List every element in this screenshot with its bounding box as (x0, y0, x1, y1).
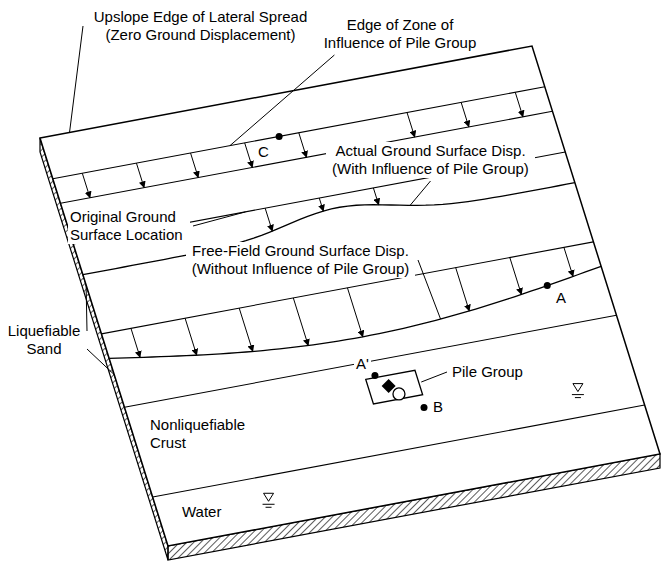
displacement-arrow (373, 188, 378, 205)
leader-lines (70, 26, 447, 382)
displacement-arrow (239, 308, 253, 351)
water-table-line (266, 507, 272, 508)
leader-line (70, 26, 83, 132)
point-label: C (256, 143, 271, 161)
point-label: A' (354, 355, 371, 373)
displacement-arrow (515, 92, 523, 116)
water-table-triangle (264, 493, 274, 501)
layer-label: Nonliquefiable Crust (148, 416, 256, 452)
water-table-line (575, 397, 581, 398)
displacement-arrow (265, 208, 272, 231)
leader-line (87, 349, 114, 375)
point-dot (371, 372, 378, 379)
point-dot (276, 133, 283, 140)
displacement-curve (109, 266, 601, 358)
layer-label: Liquefiable Sand (4, 322, 84, 358)
displacement-arrow (510, 257, 522, 294)
leader-line (418, 260, 441, 319)
leader-line (410, 181, 430, 205)
band-line (53, 87, 545, 179)
point-label: A (554, 289, 568, 307)
callout-label: Pile Group (450, 363, 525, 381)
callout-label: Original Ground Surface Location (68, 208, 190, 244)
point-dot (544, 282, 551, 289)
water-table-line (263, 504, 275, 505)
callout-label: Actual Ground Surface Disp. (With Influe… (326, 142, 535, 178)
callout-label: Free-Field Ground Surface Disp. (Without… (186, 242, 415, 278)
pile-cap (366, 370, 423, 404)
displacement-arrow (299, 133, 307, 157)
displacement-arrow (347, 288, 362, 337)
point-label: B (431, 398, 445, 416)
band-line (124, 315, 616, 407)
displacement-arrow (456, 268, 470, 311)
water-table-symbol (572, 384, 584, 398)
callout-label: Upslope Edge of Lateral Spread (Zero Gro… (86, 8, 315, 44)
water-table-symbol (263, 493, 275, 507)
layer-label: Water (180, 503, 223, 521)
water-table-triangle (573, 384, 583, 392)
displacement-arrow (131, 328, 140, 357)
band-line (60, 111, 552, 203)
displacement-arrow (191, 153, 199, 177)
displacement-arrow (245, 143, 253, 167)
leader-line (193, 212, 245, 226)
displacement-arrow (82, 173, 90, 197)
ground-surface (40, 46, 660, 546)
pile-circle (393, 388, 405, 400)
displacement-arrow (136, 163, 144, 187)
ground-slab (40, 46, 660, 560)
displacement-arrow (185, 318, 197, 355)
displacement-arrow (319, 198, 323, 211)
leader-line (230, 55, 334, 146)
water-table-line (572, 394, 584, 395)
displacement-arrow (564, 247, 573, 276)
leader-line (86, 285, 88, 331)
point-dot (421, 404, 428, 411)
leader-line (421, 372, 447, 382)
callout-label: Edge of Zone of Influence of Pile Group (318, 16, 482, 52)
displacement-arrow (407, 113, 415, 137)
displacement-arrow (461, 102, 469, 126)
displacement-arrow (293, 298, 308, 346)
